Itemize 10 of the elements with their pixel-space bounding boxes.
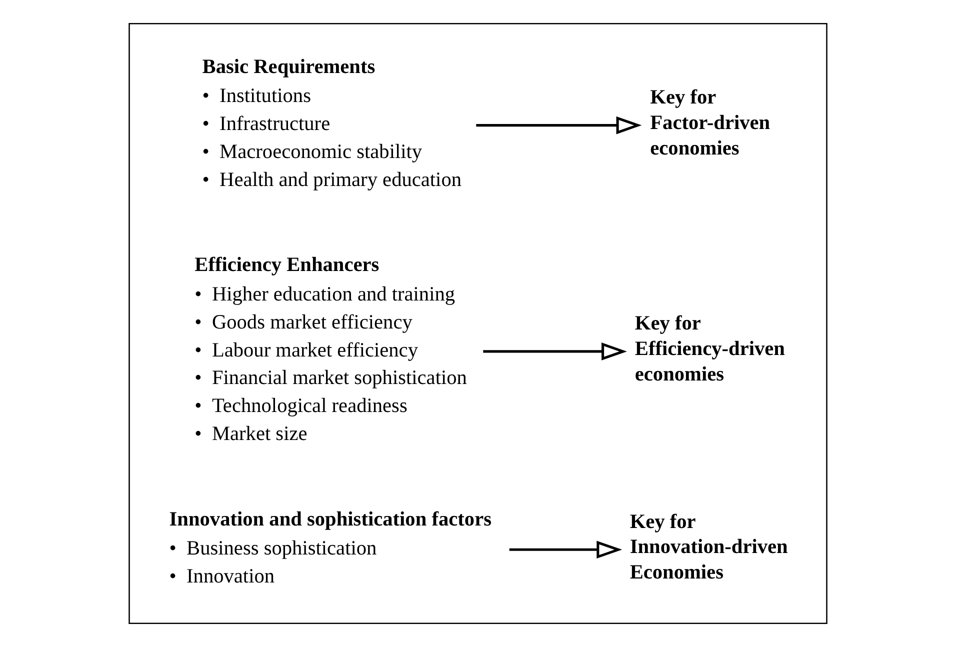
node-text: Efficiency Enhancers • Higher education and training • Goods market efficiency • Labour market efficiency • Financial market sophistication • Technological readiness • Market size [194,254,466,446]
cluster [128,23,827,624]
arrow [508,540,622,559]
node-text: Key for Factor-driven economies [650,86,770,160]
node-text: Key for Efficiency-driven economies [634,312,784,386]
node-text: Innovation and sophistication factors • Business sophistication • Innovation [168,508,491,588]
arrow [482,342,626,360]
arrow [476,116,642,134]
node-text: Basic Requirements • Institutions • Infrastructure • Macroeconomic stability • Health and primary education [202,56,462,192]
node-text: Key for Innovation-driven Economies [629,510,788,584]
